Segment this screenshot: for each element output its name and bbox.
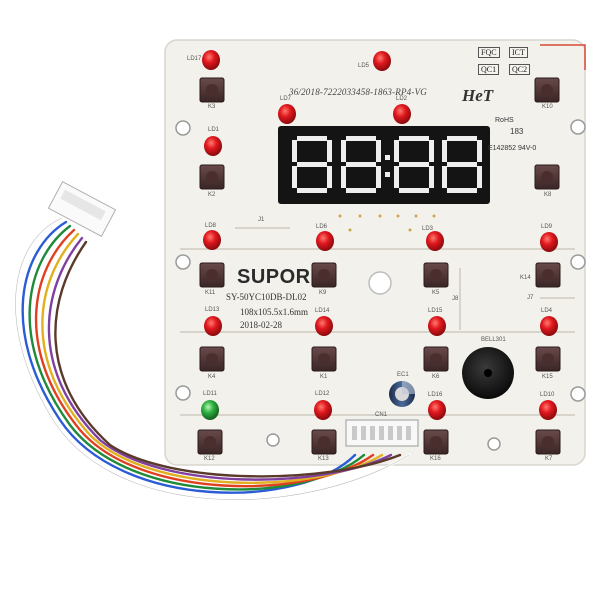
label-k1: K1	[320, 374, 328, 380]
badge-qc1: QC1	[478, 64, 500, 75]
wire-harness	[14, 216, 411, 501]
model-number: SY-50YC10DB-DL02	[226, 292, 307, 302]
button-k15	[535, 346, 561, 372]
led-ld15	[428, 316, 446, 336]
label-k3: K3	[208, 104, 216, 110]
label-ld5: LD5	[358, 63, 370, 69]
led-ld12	[314, 400, 332, 420]
label-cn1: CN1	[375, 412, 388, 418]
badge-ict: ICT	[509, 47, 528, 58]
button-k12	[197, 429, 223, 455]
connector-cn1	[345, 419, 419, 447]
led-ld4	[540, 316, 558, 336]
label-k14: K14	[520, 275, 531, 281]
badge-qc2: QC2	[509, 64, 531, 75]
label-k4: K4	[208, 374, 216, 380]
badge-fqc: FQC	[478, 47, 500, 58]
button-k10	[534, 77, 560, 103]
label-k15: K15	[542, 374, 553, 380]
button-k4	[199, 346, 225, 372]
led-ld7	[278, 104, 296, 124]
label-ld17: LD17	[187, 56, 202, 62]
label-j7: J7	[527, 295, 534, 301]
label-ld4: LD4	[541, 308, 553, 314]
label-ec1: EC1	[397, 372, 409, 378]
button-k6	[423, 346, 449, 372]
mounting-holes	[175, 119, 586, 451]
label-ld9: LD9	[541, 224, 553, 230]
label-ld3: LD3	[422, 226, 434, 232]
label-k6: K6	[432, 374, 440, 380]
tactile-buttons	[197, 77, 561, 455]
board-dimensions: 108x105.5x1.6mm	[240, 307, 309, 317]
label-ld14: LD14	[315, 308, 330, 314]
board-date: 2018-02-28	[240, 320, 282, 330]
label-k2: K2	[208, 192, 216, 198]
label-k8: K8	[544, 192, 552, 198]
label-ld7: LD7	[280, 96, 292, 102]
label-ld12: LD12	[315, 391, 330, 397]
led-ld1	[204, 136, 222, 156]
label-k9: K9	[319, 290, 327, 296]
het-logo: HeT	[462, 86, 494, 105]
label-bell301: BELL301	[481, 337, 506, 343]
label-k10: K10	[542, 104, 553, 110]
led-ld11	[201, 400, 219, 420]
led-ld13	[204, 316, 222, 336]
wire-plug	[47, 180, 117, 238]
led-ld17	[202, 50, 220, 70]
label-k16: K16	[430, 456, 441, 462]
button-k14	[535, 262, 561, 288]
button-k9	[311, 262, 337, 288]
button-k16	[423, 429, 449, 455]
led-ld8	[203, 230, 221, 250]
label-k12: K12	[204, 456, 215, 462]
brand-name: SUPOR	[237, 266, 311, 288]
silk-lines	[180, 227, 575, 416]
button-k2	[199, 164, 225, 190]
label-ld11: LD11	[203, 391, 217, 397]
buzzer-bell301	[462, 347, 514, 399]
led-ld9	[540, 232, 558, 252]
cert-ul: E142852 94V-0	[488, 145, 537, 152]
cert-code: 183	[510, 127, 524, 136]
label-k11: K11	[205, 290, 216, 296]
button-k8	[534, 164, 560, 190]
label-ld1: LD1	[208, 127, 220, 133]
capacitor-ec1	[389, 381, 415, 407]
label-ld2: LD2	[396, 96, 408, 102]
button-k3	[199, 77, 225, 103]
label-ld15: LD15	[428, 308, 443, 314]
label-ld6: LD6	[316, 224, 328, 230]
label-ld16: LD16	[428, 392, 443, 398]
label-ld13: LD13	[205, 307, 220, 313]
led-ld5	[373, 51, 391, 71]
led-ld6	[316, 231, 334, 251]
button-k1	[311, 346, 337, 372]
led-ld3	[426, 231, 444, 251]
button-k5	[423, 262, 449, 288]
seven-segment-display	[278, 126, 490, 204]
button-k13	[311, 429, 337, 455]
label-k5: K5	[432, 290, 440, 296]
label-k13: K13	[318, 456, 329, 462]
button-k11	[199, 262, 225, 288]
button-k7	[535, 429, 561, 455]
label-ld8: LD8	[205, 223, 217, 229]
solder-dots	[338, 214, 436, 232]
label-ld10: LD10	[540, 392, 555, 398]
board-serial: 36/2018-7222033458-1863-RP4-VG	[289, 87, 427, 97]
label-j8: J8	[452, 296, 459, 302]
rohs-mark: RoHS	[495, 117, 514, 124]
label-k7: K7	[545, 456, 553, 462]
leds	[201, 50, 558, 420]
led-ld14	[315, 316, 333, 336]
pcb-board	[164, 39, 586, 466]
led-ld2	[393, 104, 411, 124]
board-corner-mark	[540, 44, 586, 70]
led-ld10	[539, 400, 557, 420]
led-ld16	[428, 400, 446, 420]
label-j1: J1	[258, 217, 265, 223]
